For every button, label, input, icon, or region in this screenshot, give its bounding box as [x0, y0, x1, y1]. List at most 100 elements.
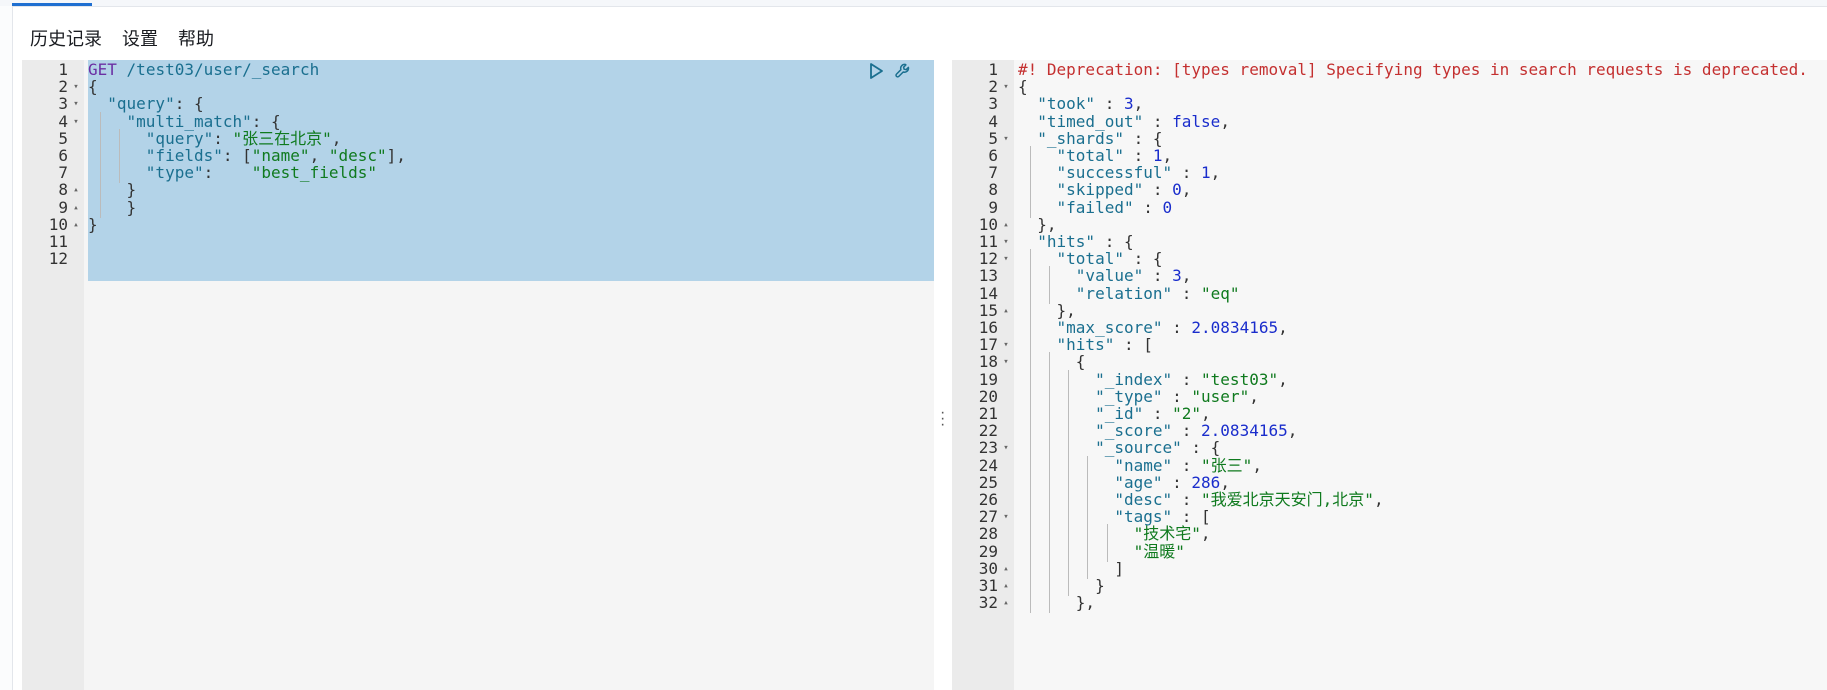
menu-history[interactable]: 历史记录	[30, 29, 102, 49]
fold-toggle-icon[interactable]: ▾	[1003, 254, 1009, 265]
wrench-icon[interactable]	[894, 62, 912, 85]
active-tab-indicator[interactable]	[12, 3, 92, 6]
fold-toggle-icon[interactable]: ▾	[1003, 82, 1009, 93]
code-text: "successful" : 1,	[1056, 163, 1221, 183]
line-number: 1	[988, 60, 998, 79]
response-viewer[interactable]: 1#! Deprecation: [types removal] Specify…	[952, 60, 1827, 690]
response-line[interactable]: 8 "skipped" : 0,	[952, 180, 1827, 201]
response-line[interactable]: 23▾ "_source" : {	[952, 438, 1827, 459]
code-text: "_shards" : {	[1037, 128, 1163, 148]
code-text: "total" : 1,	[1056, 146, 1173, 165]
request-line[interactable]: 10▴}	[22, 215, 934, 235]
request-line[interactable]: 12	[22, 249, 934, 269]
indent-guide	[1068, 472, 1070, 493]
request-line[interactable]: 5 "query": "张三在北京",	[22, 128, 934, 149]
code-text: "温暖"	[1133, 541, 1185, 561]
unfold-marker-icon[interactable]: ▴	[73, 185, 79, 196]
fold-toggle-icon[interactable]: ▾	[1003, 357, 1009, 368]
response-line[interactable]: 27▾ "tags" : [	[952, 507, 1827, 528]
fold-toggle-icon[interactable]: ▾	[1003, 443, 1009, 454]
indent-guide	[99, 180, 101, 201]
line-number: 9	[988, 197, 998, 217]
request-line[interactable]: 7 "type": "best_fields"	[22, 163, 934, 184]
play-icon[interactable]	[868, 62, 884, 85]
response-line[interactable]: 4 "timed_out" : false,	[952, 112, 1827, 132]
unfold-marker-icon[interactable]: ▴	[1003, 598, 1009, 609]
response-line[interactable]: 31▴ }	[952, 576, 1827, 596]
code-text: "desc" : "我爱北京天安门,北京",	[1114, 490, 1384, 509]
response-line[interactable]: 10▴ },	[952, 215, 1827, 235]
response-line[interactable]: 6 "total" : 1,	[952, 146, 1827, 166]
pane-resizer[interactable]: ···	[934, 60, 952, 690]
response-line[interactable]: 19 "_index" : "test03",	[952, 369, 1827, 390]
response-line[interactable]: 18▾ {	[952, 352, 1827, 373]
response-line[interactable]: 16 "max_score" : 2.0834165,	[952, 318, 1827, 338]
response-line[interactable]: 32▴ },	[952, 593, 1827, 614]
code-text: {	[1018, 77, 1028, 97]
fold-toggle-icon[interactable]: ▾	[73, 82, 79, 93]
fold-toggle-icon[interactable]: ▾	[73, 116, 79, 127]
menu-help[interactable]: 帮助	[178, 29, 214, 49]
response-line[interactable]: 28 "技术宅",	[952, 524, 1827, 545]
indent-guide	[1029, 318, 1031, 338]
request-line[interactable]: 8▴ }	[22, 180, 934, 201]
response-line[interactable]: 9 "failed" : 0	[952, 197, 1827, 218]
request-line[interactable]: 3▾ "query": {	[22, 94, 934, 114]
request-line[interactable]: 11	[22, 232, 934, 252]
code-text: "max_score" : 2.0834165,	[1056, 318, 1288, 337]
response-line[interactable]: 14 "relation" : "eq"	[952, 283, 1827, 304]
indent-guide	[1029, 249, 1031, 270]
response-line[interactable]: 22 "_score" : 2.0834165,	[952, 421, 1827, 442]
request-line[interactable]: 2▾{	[22, 77, 934, 97]
line-number: 12	[48, 249, 68, 269]
response-code-area[interactable]	[1014, 60, 1827, 690]
response-line[interactable]: 21 "_id" : "2",	[952, 404, 1827, 424]
indent-guide	[1048, 266, 1050, 287]
code-text: },	[1018, 593, 1096, 613]
fold-toggle-icon[interactable]: ▾	[1003, 340, 1009, 351]
response-line[interactable]: 20 "_type" : "user",	[952, 386, 1827, 407]
indent-guide	[99, 146, 101, 166]
indent-guide	[1048, 455, 1050, 476]
response-line[interactable]: 5▾ "_shards" : {	[952, 129, 1827, 149]
response-line[interactable]: 15▴ },	[952, 300, 1827, 321]
line-number: 6	[58, 146, 68, 165]
response-line[interactable]: 7 "successful" : 1,	[952, 163, 1827, 184]
indent-guide	[1068, 369, 1070, 390]
response-line[interactable]: 2▾{	[952, 77, 1827, 97]
unfold-marker-icon[interactable]: ▴	[1003, 581, 1009, 591]
menu-settings[interactable]: 设置	[122, 29, 158, 49]
fold-toggle-icon[interactable]: ▾	[1003, 133, 1009, 144]
response-line[interactable]: 25 "age" : 286,	[952, 472, 1827, 493]
indent-guide	[1048, 386, 1050, 407]
fold-toggle-icon[interactable]: ▾	[1003, 237, 1009, 247]
response-line[interactable]: 3 "took" : 3,	[952, 94, 1827, 114]
response-line[interactable]: 11▾ "hits" : {	[952, 232, 1827, 252]
code-text: "query": "张三在北京",	[145, 128, 342, 148]
request-line[interactable]: 6 "fields": ["name", "desc"],	[22, 146, 934, 166]
fold-toggle-icon[interactable]: ▾	[1003, 512, 1009, 523]
response-line[interactable]: 30▴ ]	[952, 558, 1827, 579]
unfold-marker-icon[interactable]: ▴	[1003, 305, 1009, 316]
unfold-marker-icon[interactable]: ▴	[73, 219, 79, 230]
line-number: 11	[48, 232, 68, 251]
response-line[interactable]: 1#! Deprecation: [types removal] Specify…	[952, 60, 1827, 80]
unfold-marker-icon[interactable]: ▴	[1003, 563, 1009, 574]
response-line[interactable]: 13 "value" : 3,	[952, 266, 1827, 287]
fold-toggle-icon[interactable]: ▾	[73, 99, 79, 110]
resizer-handle-icon[interactable]: ···	[940, 404, 946, 433]
unfold-marker-icon[interactable]: ▴	[73, 202, 79, 213]
line-number: 5	[58, 128, 68, 148]
request-line[interactable]: 4▾ "multi_match": {	[22, 111, 934, 132]
request-line[interactable]: 9▴ }	[22, 197, 934, 218]
response-line[interactable]: 26 "desc" : "我爱北京天安门,北京",	[952, 490, 1827, 510]
response-line[interactable]: 17▾ "hits" : [	[952, 335, 1827, 356]
response-line[interactable]: 24 "name" : "张三",	[952, 455, 1827, 476]
response-line[interactable]: 12▾ "total" : {	[952, 249, 1827, 270]
response-line[interactable]: 29 "温暖"	[952, 541, 1827, 562]
unfold-marker-icon[interactable]: ▴	[1003, 219, 1009, 230]
indent-guide	[1068, 490, 1070, 510]
line-number: 1	[58, 60, 68, 79]
